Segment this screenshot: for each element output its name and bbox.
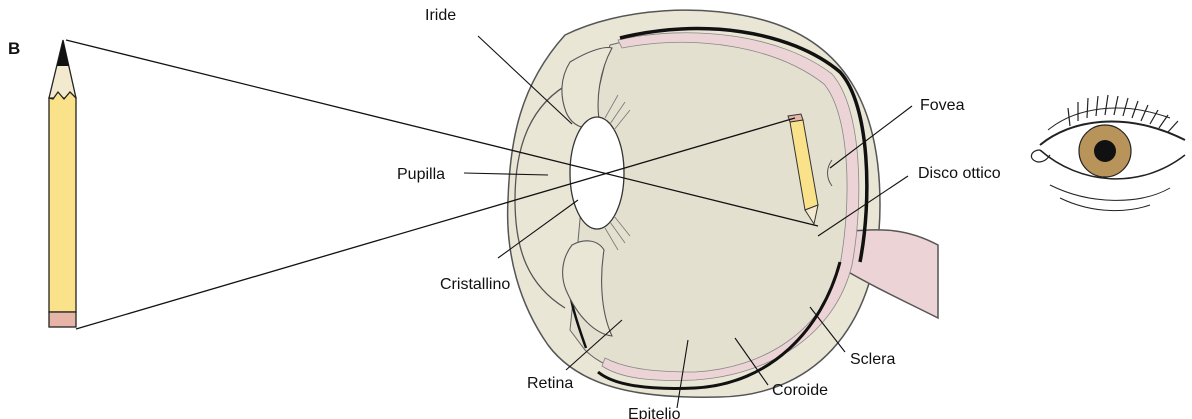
label-epitelio: Epitelio [628,406,681,419]
pupil-icon [1094,140,1116,162]
under-eye-lines [1050,185,1170,211]
pencil-illustration [49,40,76,327]
eyelashes [1068,95,1178,132]
panel-label: B [8,39,20,58]
label-cristallino: Cristallino [440,276,510,293]
pencil-eraser [49,312,76,327]
label-retina: Retina [527,375,573,392]
label-sclera: Sclera [850,351,895,368]
label-iride: Iride [425,7,456,24]
observer-eye-illustration [1031,95,1185,211]
label-disco-ottico: Disco ottico [918,165,1001,182]
label-fovea: Fovea [920,97,965,114]
label-pupilla: Pupilla [397,166,445,183]
lens [570,117,624,229]
pencil-body [49,92,76,312]
label-coroide: Coroide [772,382,828,399]
pencil-lead [57,40,69,66]
